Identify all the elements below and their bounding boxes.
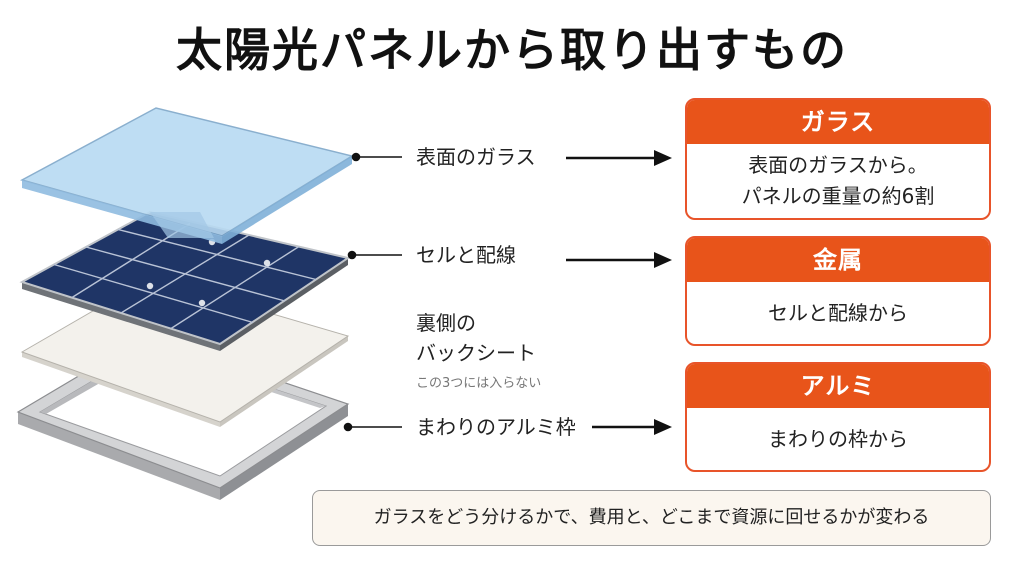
page-title: 太陽光パネルから取り出すもの — [176, 23, 848, 77]
card-metal-body: セルと配線から — [687, 282, 989, 344]
card-glass: ガラス 表面のガラスから。 パネルの重量の約6割 — [685, 98, 991, 220]
card-glass-body: 表面のガラスから。 パネルの重量の約6割 — [687, 144, 989, 218]
card-glass-line1: 表面のガラスから。 — [748, 153, 928, 177]
arrows — [566, 150, 672, 435]
card-aluminum: アルミ まわりの枠から — [685, 362, 991, 472]
layer-label-glass: 表面のガラス — [416, 145, 536, 169]
card-metal-line1: セルと配線から — [768, 300, 908, 325]
card-aluminum-title: アルミ — [687, 364, 989, 408]
card-aluminum-line1: まわりの枠から — [768, 426, 908, 451]
footer-note: ガラスをどう分けるかで、費用と、どこまで資源に回せるかが変わる — [312, 490, 991, 546]
layer-label-cells: セルと配線 — [416, 243, 516, 267]
layer-label-backsheet-1: 裏側の — [416, 311, 476, 335]
card-glass-title: ガラス — [687, 100, 989, 144]
card-glass-line2: パネルの重量の約6割 — [741, 184, 935, 208]
solar-cells — [19, 210, 351, 351]
card-aluminum-body: まわりの枠から — [687, 408, 989, 470]
card-metal: 金属 セルと配線から — [685, 236, 991, 346]
layer-label-backsheet-2: バックシート — [416, 341, 536, 365]
layer-label-frame: まわりのアルミ枠 — [416, 415, 576, 439]
backsheet-note: この3つには入らない — [416, 376, 542, 391]
card-metal-title: 金属 — [687, 238, 989, 282]
glass-sheet — [20, 107, 354, 244]
leader-lines — [343, 152, 402, 432]
